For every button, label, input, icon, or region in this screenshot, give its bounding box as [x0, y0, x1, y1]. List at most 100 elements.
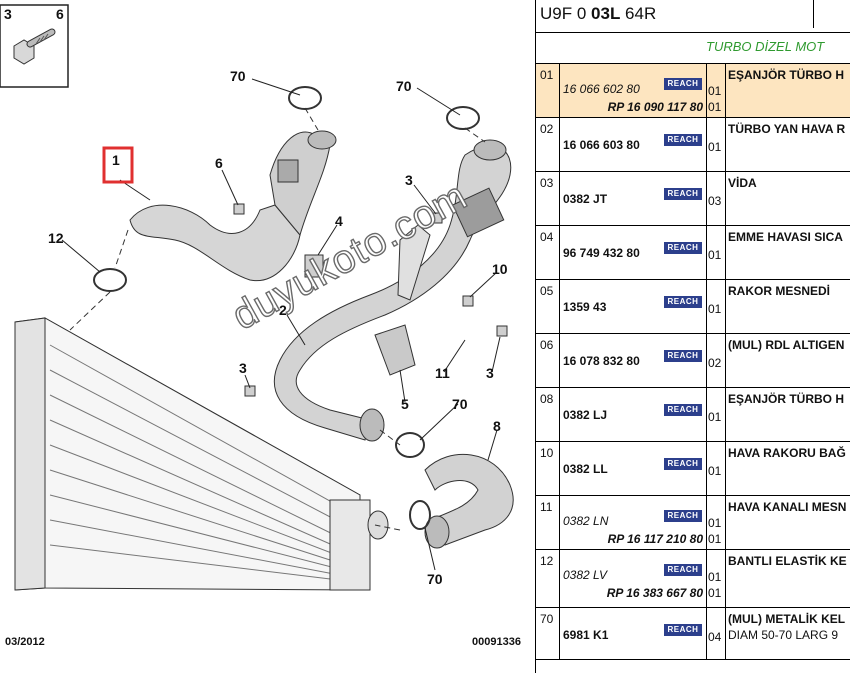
quantity: 01	[708, 532, 722, 546]
part-reference[interactable]: 16 078 832 80	[563, 354, 640, 368]
column-divider	[559, 118, 560, 171]
callout-3[interactable]: 3	[486, 365, 494, 381]
part-reference[interactable]: 0382 LJ	[563, 408, 608, 422]
replacement-part-ref[interactable]: RP 16 383 667 80	[606, 586, 703, 600]
column-divider	[725, 442, 726, 495]
column-divider	[725, 496, 726, 549]
callout-6[interactable]: 6	[215, 155, 223, 171]
part-description: BANTLI ELASTİK KE	[728, 554, 847, 568]
quantity: 01	[708, 570, 722, 584]
reach-badge: REACH	[664, 404, 702, 416]
column-divider	[559, 334, 560, 387]
hose-1-drawing	[129, 130, 337, 282]
quantity: 01	[708, 302, 722, 316]
callout-70[interactable]: 70	[452, 396, 468, 412]
column-divider	[706, 172, 707, 225]
part-description: HAVA KANALI MESN	[728, 500, 847, 514]
part-reference[interactable]: 6981 K1	[563, 628, 609, 642]
callout-70[interactable]: 70	[230, 68, 246, 84]
part-reference[interactable]: 16 066 603 80	[563, 138, 640, 152]
column-divider	[725, 334, 726, 387]
quantity: 01	[708, 84, 722, 98]
column-divider	[706, 118, 707, 171]
quantity: 04	[708, 630, 722, 644]
column-divider	[706, 550, 707, 607]
row-position: 12	[540, 554, 554, 568]
engine-code: U9F 0 03L 64R	[540, 4, 656, 24]
column-divider	[725, 608, 726, 659]
part-reference[interactable]: 0382 LV	[563, 568, 608, 582]
row-position: 03	[540, 176, 554, 190]
column-divider	[706, 334, 707, 387]
part-description: (MUL) RDL ALTIGEN	[728, 338, 845, 352]
clamps-drawing	[93, 86, 480, 530]
callout-5[interactable]: 5	[401, 396, 409, 412]
column-divider	[706, 496, 707, 549]
row-position: 04	[540, 230, 554, 244]
parts-row[interactable]: 05 1359 43 REACH 01 RAKOR MESNEDİ	[536, 280, 850, 334]
fixings-drawing	[233, 203, 508, 397]
callout-11[interactable]: 11	[435, 365, 450, 381]
engine-code-prefix: U9F 0	[540, 4, 592, 23]
row-position: 05	[540, 284, 554, 298]
replacement-part-ref[interactable]: RP 16 117 210 80	[607, 532, 703, 546]
diagram-drawing	[0, 4, 514, 591]
column-divider	[706, 608, 707, 659]
part-reference[interactable]: 0382 LL	[563, 462, 608, 476]
row-position: 01	[540, 68, 554, 82]
callout-3[interactable]: 3	[239, 360, 247, 376]
bolt-inset-label-right: 6	[56, 6, 64, 22]
part-reference[interactable]: 0382 LN	[563, 514, 609, 528]
column-divider	[725, 280, 726, 333]
column-divider	[559, 64, 560, 117]
callout-2[interactable]: 2	[279, 302, 287, 318]
callout-10[interactable]: 10	[492, 261, 508, 277]
reach-badge: REACH	[664, 134, 702, 146]
quantity: 01	[708, 586, 722, 600]
leader-lines	[61, 78, 501, 571]
callout-1[interactable]: 1	[112, 152, 120, 168]
column-divider	[725, 172, 726, 225]
row-position: 08	[540, 392, 554, 406]
column-divider	[706, 388, 707, 441]
callout-4[interactable]: 4	[335, 213, 343, 229]
row-position: 06	[540, 338, 554, 352]
callout-12[interactable]: 12	[48, 230, 64, 246]
quantity: 01	[708, 100, 722, 114]
row-position: 11	[540, 500, 553, 514]
engine-code-bold: 03L	[591, 4, 621, 23]
quantity: 01	[708, 464, 722, 478]
part-description: RAKOR MESNEDİ	[728, 284, 831, 298]
part-reference[interactable]: 0382 JT	[563, 192, 608, 206]
column-divider	[725, 226, 726, 279]
reach-badge: REACH	[664, 624, 702, 636]
part-reference[interactable]: 1359 43	[563, 300, 607, 314]
callout-3[interactable]: 3	[405, 172, 413, 188]
part-description: EŞANJÖR TÜRBO H	[728, 392, 845, 406]
reach-badge: REACH	[664, 350, 702, 362]
quantity: 01	[708, 140, 722, 154]
part-reference[interactable]: 96 749 432 80	[563, 246, 640, 260]
part-reference[interactable]: 16 066 602 80	[563, 82, 640, 96]
bracket-drawing	[374, 224, 431, 376]
header-divider	[813, 0, 814, 28]
column-divider	[725, 118, 726, 171]
diagram-date: 03/2012	[5, 636, 45, 648]
callout-8[interactable]: 8	[493, 418, 501, 434]
callout-70[interactable]: 70	[396, 78, 412, 94]
replacement-part-ref[interactable]: RP 16 090 117 80	[607, 100, 703, 114]
reach-badge: REACH	[664, 296, 702, 308]
column-divider	[725, 550, 726, 607]
row-position: 10	[540, 446, 554, 460]
callout-70[interactable]: 70	[427, 571, 443, 587]
